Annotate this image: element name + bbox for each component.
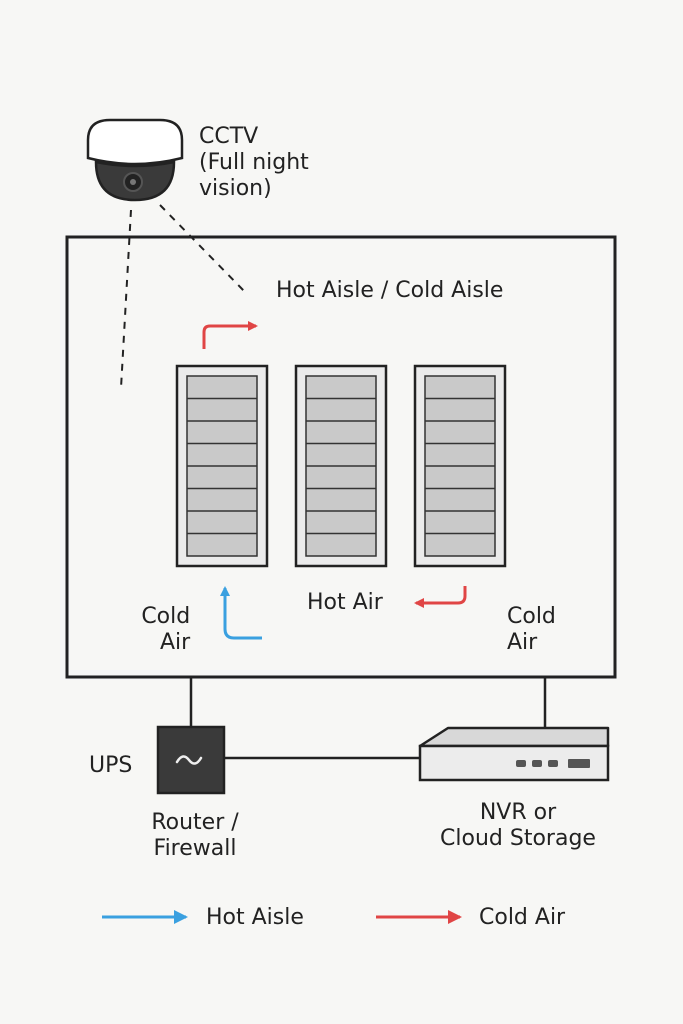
router-label-line1: Router / [151, 810, 239, 835]
nvr-label: NVR or Cloud Storage [430, 800, 606, 852]
server-rack-2 [294, 364, 388, 568]
cold-air-left-line2: Air [160, 630, 191, 655]
cold-air-right-line2: Air [507, 630, 538, 655]
legend-cold-air-label: Cold Air [479, 905, 566, 930]
cctv-label-line2: (Full night [199, 150, 309, 175]
legend-hot-aisle-label: Hot Aisle [206, 905, 304, 930]
cctv-label: CCTV (Full night vision) [199, 124, 309, 202]
camera-view-line-left [120, 209, 132, 389]
room-title: Hot Aisle / Cold Aisle [276, 278, 504, 303]
ups-label: UPS [89, 753, 133, 778]
server-room-boundary [65, 235, 617, 679]
cold-air-right-line1: Cold [507, 604, 556, 629]
hot-air-return-arrow [414, 586, 467, 608]
hot-air-out-arrow [202, 321, 258, 349]
server-rack-1 [175, 364, 269, 568]
cold-air-left-line1: Cold [141, 604, 191, 629]
server-rack-3 [413, 364, 507, 568]
sine-wave-icon [175, 755, 203, 765]
dome-camera-icon [86, 118, 184, 202]
cctv-label-line1: CCTV [199, 124, 259, 149]
cold-air-left-label: Cold Air [140, 604, 190, 656]
nvr-label-line1: NVR or [479, 800, 557, 825]
cold-air-in-arrow [220, 586, 262, 640]
router-label-line2: Firewall [153, 836, 237, 861]
router-firewall-label: Router / Firewall [140, 810, 250, 862]
cold-air-right-label: Cold Air [507, 604, 556, 656]
cctv-label-line3: vision) [199, 176, 272, 201]
nvr-label-line2: Cloud Storage [440, 826, 596, 851]
hot-air-label: Hot Air [307, 590, 383, 615]
nvr-device-icon [418, 726, 610, 782]
camera-view-line-right [159, 204, 246, 293]
ups-router-box [156, 725, 226, 795]
